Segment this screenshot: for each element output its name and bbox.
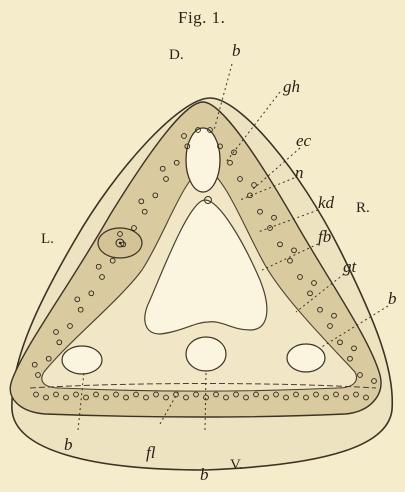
label-gh: gh [283,78,300,95]
label-b-bottom-mid: b [200,466,209,483]
figure-title: Fig. 1. [178,9,225,26]
label-kd: kd [318,194,334,211]
label-fb: fb [318,228,331,245]
label-n: n [295,164,304,181]
dorsal-label: D. [169,48,184,63]
mid-ventral-vesicle [186,337,226,371]
label-b-right: b [388,290,397,307]
label-gt: gt [343,258,356,275]
left-ventral-vesicle [62,346,102,374]
label-b-top: b [232,42,241,59]
ventral-label: V. [230,458,243,473]
label-b-bottom-left: b [64,436,73,453]
label-ec: ec [296,132,311,149]
left-label: L. [41,232,54,247]
dorsal-vesicle [186,128,220,192]
label-fl: fl [146,444,155,461]
right-label: R. [356,201,370,216]
right-ventral-vesicle [287,344,325,372]
